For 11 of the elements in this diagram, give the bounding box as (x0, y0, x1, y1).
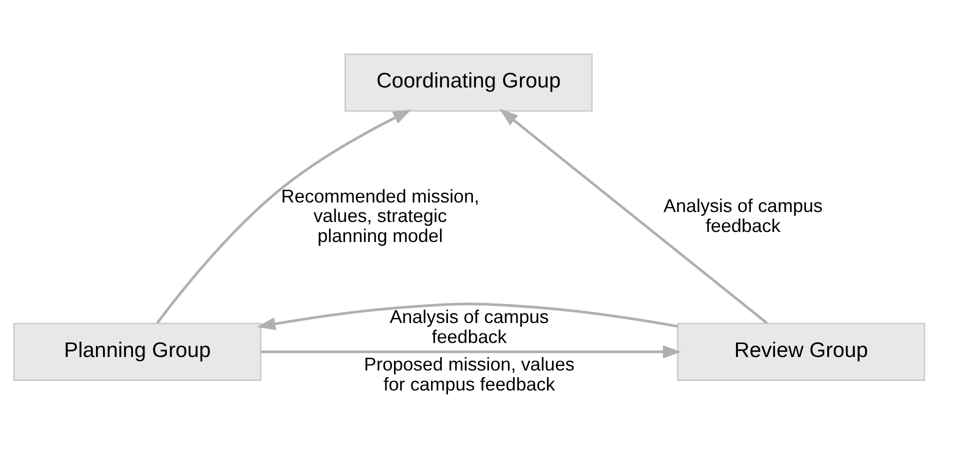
arrow (261, 345, 682, 358)
node-box: Review Group (677, 322, 926, 381)
edge-label: Recommended mission, values, strategic planning model (281, 185, 480, 246)
edge-label: Analysis of campus feedback (390, 306, 549, 347)
edge-label: Proposed mission, values for campus feedback (364, 354, 574, 394)
arrow (156, 109, 412, 324)
arrow (500, 108, 768, 324)
edge-label: Analysis of campus feedback (664, 195, 823, 236)
node-box: Coordinating Group (344, 54, 593, 112)
node-box: Planning Group (13, 322, 262, 381)
arrow (256, 302, 678, 330)
